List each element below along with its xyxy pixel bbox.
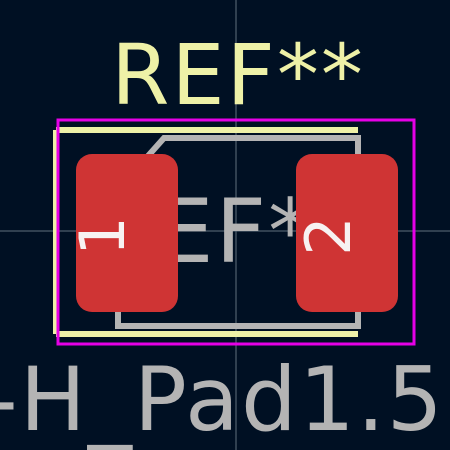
pad-2[interactable]: 2 — [292, 154, 398, 312]
pad-1-copper[interactable] — [76, 154, 178, 312]
courtyard-outline — [56, 118, 416, 346]
pad-1-number: 1 — [66, 216, 139, 255]
pad-2-copper[interactable] — [296, 154, 398, 312]
pad-1[interactable]: 1 — [66, 154, 178, 312]
reference-designator[interactable]: REF** — [111, 26, 365, 124]
pad-2-number: 2 — [292, 216, 365, 255]
fab-reference-text: EF* — [158, 180, 314, 283]
footprint-value-text[interactable]: -H_Pad1.5 — [0, 348, 445, 450]
